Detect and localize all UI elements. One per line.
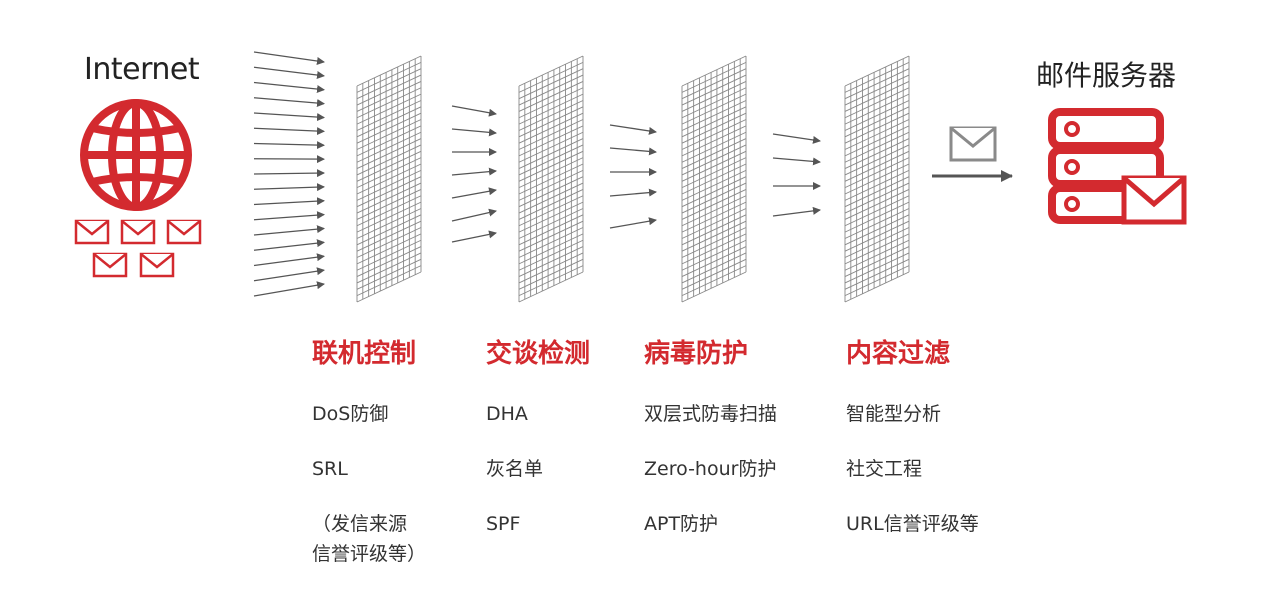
arrow-fan-2 (451, 105, 497, 243)
stage-item: APT防护 (644, 513, 719, 535)
mail-server-label: 邮件服务器 (1036, 59, 1177, 92)
flow-arrow (253, 97, 325, 108)
envelope-icon (92, 252, 128, 278)
flow-arrow (451, 128, 497, 137)
flow-arrow (253, 183, 325, 192)
stage-item: SPF (486, 513, 521, 535)
flow-arrow (253, 112, 325, 122)
envelope-icon (139, 252, 175, 278)
stage-title-conversation-detection: 交谈检测 (486, 339, 591, 369)
stage-item: 双层式防毒扫描 (644, 403, 778, 425)
envelope-icon (74, 219, 110, 245)
filter-layers (356, 55, 910, 303)
globe-icon (80, 99, 192, 211)
flow-arrow (253, 211, 325, 221)
stage-item: （发信来源 (312, 513, 408, 535)
stage-item: Zero-hour防护 (644, 458, 777, 480)
stage-item: 智能型分析 (846, 403, 942, 425)
flow-arrow (772, 133, 821, 144)
filter-layer-1 (356, 55, 422, 303)
stage-item: SRL (312, 458, 348, 480)
stage-title-virus-protection: 病毒防护 (644, 339, 749, 369)
delivered-envelope-icon (949, 126, 997, 162)
flow-arrow (253, 267, 325, 282)
mail-flow-arrows (253, 51, 821, 297)
flow-arrow (451, 167, 497, 176)
flow-arrow (253, 141, 325, 150)
flow-arrow (253, 81, 325, 94)
filter-layer-3 (681, 55, 747, 303)
internet-label: Internet (84, 52, 200, 87)
flow-arrow (772, 206, 821, 217)
flow-arrow (451, 105, 497, 117)
stage-item: 社交工程 (846, 458, 923, 480)
flow-arrow (253, 127, 325, 136)
stage-item: DHA (486, 403, 528, 425)
arrow-fan-1 (253, 51, 325, 297)
stage-item: DoS防御 (312, 403, 389, 425)
filter-layer-4 (844, 55, 910, 303)
flow-arrow (253, 253, 325, 267)
flow-arrow (451, 230, 497, 243)
flow-arrow (609, 147, 657, 156)
flow-arrow (253, 169, 325, 178)
envelope-icons (74, 219, 202, 278)
arrow-fan-3 (609, 124, 657, 229)
stage-title-content-filtering: 内容过滤 (846, 339, 951, 369)
flow-arrow (253, 225, 325, 236)
flow-arrow (253, 281, 325, 297)
flow-arrow (253, 239, 325, 251)
server-envelope-icon (1121, 175, 1187, 225)
flow-arrow (253, 66, 325, 79)
stage-title-connection-control: 联机控制 (312, 339, 417, 369)
envelope-icon (166, 219, 202, 245)
flow-arrow (772, 157, 821, 166)
arrow-fan-4 (772, 133, 821, 217)
filter-layer-2 (518, 55, 584, 303)
stage-item: 灰名单 (486, 458, 544, 480)
flow-arrow (609, 124, 657, 135)
mail-server-icon (1048, 108, 1187, 225)
flow-arrow (253, 197, 325, 206)
flow-arrow (451, 187, 497, 199)
flow-arrow (609, 217, 657, 229)
flow-arrow (451, 208, 497, 222)
envelope-icon (120, 219, 156, 245)
flow-arrow (609, 188, 657, 197)
stage-item: 信誉评级等） (312, 543, 427, 565)
flow-arrow (253, 51, 325, 65)
stage-item: URL信誉评级等 (846, 513, 979, 535)
